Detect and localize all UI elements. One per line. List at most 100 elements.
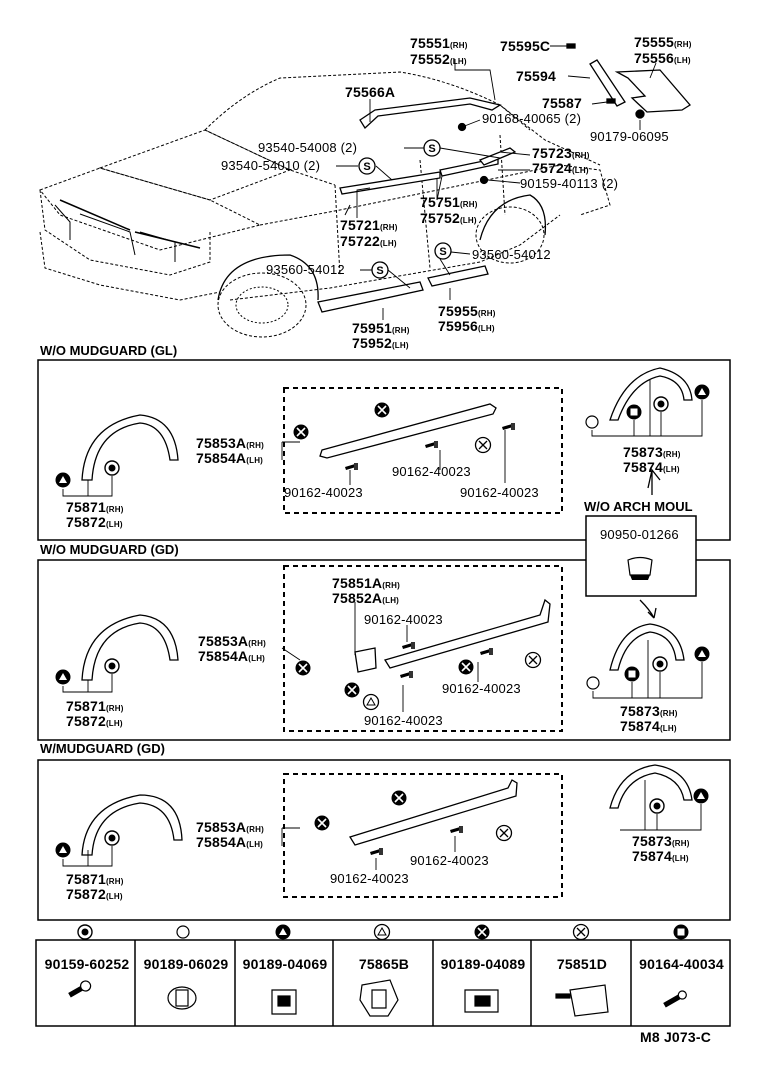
part-number: 75872: [66, 886, 106, 902]
part-number: 75873: [632, 833, 672, 849]
part-number: 75871: [66, 499, 106, 515]
part-number: 75874: [623, 459, 663, 475]
lh-suffix: (LH): [662, 465, 680, 474]
rh-suffix: (RH): [571, 151, 590, 160]
part-90179-label: 90179-06095: [590, 129, 669, 144]
gl-75872-label: 75872(LH): [66, 515, 123, 532]
part-75724-label: 75724(LH): [532, 161, 589, 178]
rh-suffix: (RH): [662, 450, 681, 459]
part-93540-54008-label: 93540-54008 (2): [258, 140, 358, 155]
part-75594-label: 75594: [516, 68, 556, 84]
part-75587-label: 75587: [542, 95, 582, 111]
part-90168-label: 90168-40065 (2): [482, 111, 582, 126]
section-title-gd: W/O MUDGUARD (GD): [40, 542, 179, 557]
wm-75871-label: 75871(RH): [66, 872, 124, 889]
lh-suffix: (LH): [105, 520, 123, 529]
gd-75854a-label: 75854A(LH): [198, 649, 265, 666]
part-number: 75872: [66, 514, 106, 530]
lh-suffix: (LH): [246, 840, 264, 849]
wm-75854a-label: 75854A(LH): [196, 835, 263, 852]
part-number: 75952: [352, 335, 392, 351]
part-90159-40113-label: 90159-40113 (2): [520, 176, 619, 191]
part-number: 75752: [420, 210, 460, 226]
lh-suffix: (LH): [379, 239, 397, 248]
gl-75873-label: 75873(RH): [623, 445, 681, 462]
part-75752-label: 75752(LH): [420, 211, 477, 228]
gd-90162-a-label: 90162-40023: [364, 612, 443, 627]
part-90950-label: 90950-01266: [600, 527, 679, 542]
lh-suffix: (LH): [477, 324, 495, 333]
rocker-mouldings: [319, 403, 551, 846]
part-93560-left-label: 93560-54012: [266, 262, 345, 277]
part-75955-label: 75955(RH): [438, 304, 496, 321]
part-number: 75721: [340, 217, 380, 233]
rh-suffix: (RH): [659, 709, 678, 718]
wm-75853a-label: 75853A(RH): [196, 820, 264, 837]
wm-75872-label: 75872(LH): [66, 887, 123, 904]
gd-90162-b-label: 90162-40023: [442, 681, 521, 696]
lh-suffix: (LH): [248, 654, 266, 663]
part-number: 75854A: [196, 450, 247, 466]
part-75595c-label: 75595C: [500, 38, 551, 54]
part-75952-label: 75952(LH): [352, 336, 409, 353]
legend-code-2: 90189-06029: [143, 956, 229, 972]
rh-suffix: (RH): [248, 639, 266, 648]
part-75721-label: 75721(RH): [340, 218, 398, 235]
part-93560-right-label: 93560-54012: [472, 247, 551, 262]
section-leaders: [62, 380, 703, 870]
part-75751-label: 75751(RH): [420, 195, 478, 212]
rh-suffix: (RH): [391, 326, 410, 335]
part-75722-label: 75722(LH): [340, 234, 397, 251]
rh-suffix: (RH): [477, 309, 496, 318]
part-93540-54010-label: 93540-54010 (2): [221, 158, 321, 173]
part-number: 75872: [66, 713, 106, 729]
part-number: 75556: [634, 50, 674, 66]
gl-75871-label: 75871(RH): [66, 500, 124, 517]
part-75552-label: 75552(LH): [410, 52, 467, 69]
rh-suffix: (RH): [105, 704, 124, 713]
part-number: 75853A: [196, 435, 247, 451]
part-75555-label: 75555(RH): [634, 35, 692, 52]
part-number: 75873: [623, 444, 663, 460]
part-number: 75551: [410, 35, 450, 51]
part-number: 75853A: [196, 819, 247, 835]
wm-75874-label: 75874(LH): [632, 849, 689, 866]
part-number: 75751: [420, 194, 460, 210]
part-75556-label: 75556(LH): [634, 51, 691, 68]
rh-suffix: (RH): [382, 581, 400, 590]
part-number: 75724: [532, 160, 572, 176]
part-number: 75955: [438, 303, 478, 319]
part-number: 75873: [620, 703, 660, 719]
wm-75873-label: 75873(RH): [632, 834, 690, 851]
legend-code-6: 75851D: [556, 956, 608, 972]
part-number: 75956: [438, 318, 478, 334]
part-75551-label: 75551(RH): [410, 36, 468, 53]
part-number: 75555: [634, 34, 674, 50]
part-number: 75854A: [198, 648, 249, 664]
gl-90162-b-label: 90162-40023: [284, 485, 363, 500]
section-frames: [37, 359, 731, 921]
lh-suffix: (LH): [105, 892, 123, 901]
rh-suffix: (RH): [246, 825, 264, 834]
rh-suffix: (RH): [105, 505, 124, 514]
section-title-arch: W/O ARCH MOUL: [582, 499, 695, 514]
legend-code-5: 90189-04089: [440, 956, 526, 972]
gd-75853a-label: 75853A(RH): [198, 634, 266, 651]
part-number: 75874: [620, 718, 660, 734]
lh-suffix: (LH): [391, 341, 409, 350]
gl-90162-c-label: 90162-40023: [460, 485, 539, 500]
legend-code-1: 90159-60252: [44, 956, 130, 972]
gl-90162-a-label: 90162-40023: [392, 464, 471, 479]
legend-code-7: 90164-40034: [639, 956, 724, 972]
part-number: 75552: [410, 51, 450, 67]
part-75566a-label: 75566A: [345, 84, 396, 100]
part-number: 75723: [532, 145, 572, 161]
gd-75871-label: 75871(RH): [66, 699, 124, 716]
gd-90162-c-label: 90162-40023: [364, 713, 443, 728]
part-number: 75871: [66, 698, 106, 714]
lh-suffix: (LH): [571, 166, 589, 175]
part-75951-label: 75951(RH): [352, 321, 410, 338]
part-number: 75852A: [332, 590, 383, 606]
gl-75853a-label: 75853A(RH): [196, 436, 264, 453]
